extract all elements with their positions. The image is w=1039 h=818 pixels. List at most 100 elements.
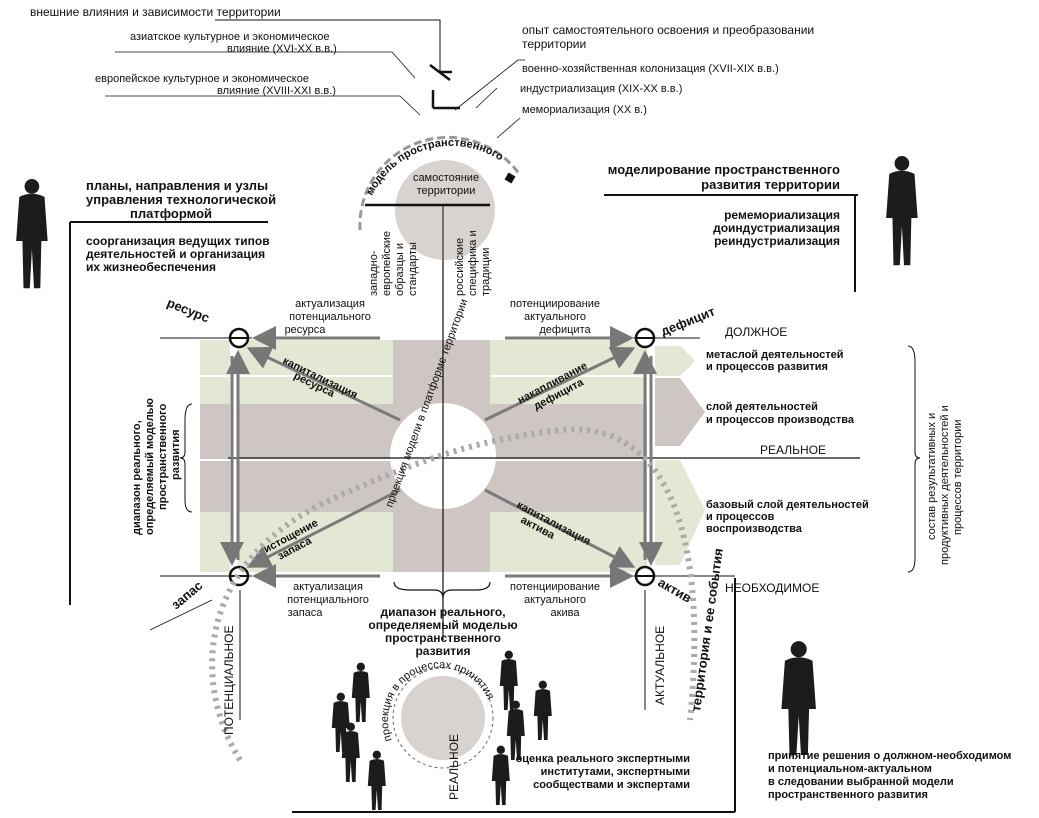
expert-text: институтами, экспертными [541, 766, 690, 778]
territory-events: территория и ее события [688, 547, 726, 712]
edge-label: акива [551, 607, 581, 619]
svg-text:стандарты: стандарты [407, 242, 419, 296]
edge-label: запаса [288, 607, 324, 619]
svg-text:состав результативных и: состав результативных и [926, 413, 938, 540]
decision-line1: принятие решения о должном-необходимом [768, 750, 1011, 762]
person-icon [886, 156, 918, 266]
meta-line2: и процессов развития [706, 361, 828, 373]
bottom-range: диапазон реального, [380, 605, 505, 619]
bottom-range: определяемый моделью [368, 618, 517, 632]
coorg-line2: деятельностей и организация [86, 247, 265, 261]
person-icon [16, 179, 48, 289]
layer-line2: и процессов производства [706, 414, 855, 426]
right-panel-lines [292, 194, 921, 813]
coorg-line3: их жизнеобеспечения [86, 260, 216, 274]
svg-text:диапазон реального,: диапазон реального, [131, 420, 143, 535]
memorial: мемориализация (XX в.) [522, 104, 647, 116]
person-icon [506, 700, 525, 760]
composition-block: состав результативных и продуктивных дея… [926, 405, 964, 565]
expert-text: оценка реального экспертными [516, 753, 690, 765]
edge-label: актуального [524, 594, 586, 606]
dolzhnoe: ДОЛЖНОЕ [725, 325, 787, 339]
expert-text: сообществами и экспертами [533, 779, 690, 791]
diagonal-arrows [246, 346, 636, 568]
neobhodimoe: НЕОБХОДИМОЕ [725, 581, 819, 595]
top-connectors [105, 19, 525, 139]
potential-label: ПОТЕНЦИАЛЬНОЕ [222, 626, 236, 735]
person-icon [499, 650, 518, 710]
edge-label: актуализация [293, 581, 363, 593]
person-icon [491, 745, 510, 805]
svg-text:российские: российские [454, 238, 466, 296]
svg-text:специфика и: специфика и [467, 230, 479, 296]
selfstate-line2: территории [417, 185, 476, 197]
person-icon [367, 750, 386, 810]
edge-label: ресурса [285, 324, 327, 336]
euro-line2: влияние (XVIII-XXI в.в.) [217, 85, 336, 97]
edge-label: актуализация [295, 298, 365, 310]
decision-circle [392, 667, 494, 769]
person-icon [533, 680, 552, 740]
re-line3: реиндустриализация [714, 234, 840, 248]
svg-text:определяемый моделью: определяемый моделью [144, 398, 156, 535]
edge-label: дефицита [539, 324, 591, 336]
edge-label: потенциального [287, 594, 369, 606]
people-figures [16, 156, 918, 810]
svg-text:образцы и: образцы и [394, 243, 406, 296]
asset-label: актив [656, 575, 695, 606]
layer-line1: слой деятельностей [706, 401, 818, 413]
selfstate-line1: самостояние [413, 172, 479, 184]
asset-node [634, 565, 656, 587]
svg-text:процессов территории: процессов территории [952, 420, 964, 535]
bottom-range: развития [415, 644, 470, 658]
industrial: индустриализация (XIX-XX в.в.) [520, 83, 682, 95]
meta-line1: метаслой деятельностей [706, 349, 844, 361]
realnoe: РЕАЛЬНОЕ [760, 443, 826, 457]
reserve-label: запас [168, 578, 205, 613]
external-title: внешние влияния и зависимости территории [30, 5, 281, 19]
model-circle [358, 135, 522, 295]
svg-text:пространственного: пространственного [157, 403, 169, 510]
deficit-node [634, 327, 656, 349]
base-line1: базовый слой деятельностей [706, 499, 869, 511]
asian-line2: влияние (XVI-XX в.в.) [227, 43, 337, 55]
asian-line1: азиатское культурное и экономическое [130, 31, 330, 43]
military: военно-хозяйственная колонизация (XVII-X… [522, 63, 779, 75]
russian-block: российские специфика и традиции [454, 230, 492, 296]
actual-label: АКТУАЛЬНОЕ [653, 626, 667, 705]
plans-line2: управления технологической [86, 192, 276, 207]
left-range-block: диапазон реального, определяемый моделью… [131, 398, 182, 535]
decision-line4: пространственного развития [768, 789, 928, 801]
own-line1: опыт самостоятельного освоения и преобра… [522, 23, 814, 37]
dotted-curve [209, 426, 698, 762]
plans-line1: планы, направления и узлы [86, 178, 268, 193]
plans-line3: платформой [130, 206, 212, 221]
svg-text:западно-: западно- [368, 250, 380, 296]
left-panel-lines [69, 221, 268, 631]
edge-label: потенциирование [510, 298, 600, 310]
svg-text:развития: развития [170, 429, 182, 480]
decision-line3: в следовании выбранной модели [768, 776, 954, 788]
person-icon [781, 641, 816, 755]
base-line2: и процессов [706, 511, 775, 523]
modeling-line2: развития территории [701, 177, 840, 192]
euro-line1: европейское культурное и экономическое [95, 73, 309, 85]
svg-text:традиции: традиции [480, 248, 492, 296]
base-line3: воспроизводства [706, 523, 803, 535]
modeling-line1: моделирование пространственного [608, 162, 840, 177]
resource-node [228, 327, 250, 349]
resource-label: ресурс [165, 295, 212, 326]
deficit-label: дефицит [659, 303, 718, 338]
re-line1: ремемориализация [724, 208, 840, 222]
re-line2: доиндустриализация [713, 221, 840, 235]
edge-arrows [252, 326, 634, 588]
own-line2: территории [522, 37, 586, 51]
edge-label: потенциирование [510, 581, 600, 593]
svg-text:продуктивных деятельностей и: продуктивных деятельностей и [939, 405, 951, 565]
decision-line2: и потенциальном-актуальном [768, 763, 932, 775]
edge-label: потенциального [289, 311, 371, 323]
person-icon [351, 662, 370, 722]
edge-label: актуального [524, 311, 586, 323]
svg-text:европейские: европейские [381, 231, 393, 296]
